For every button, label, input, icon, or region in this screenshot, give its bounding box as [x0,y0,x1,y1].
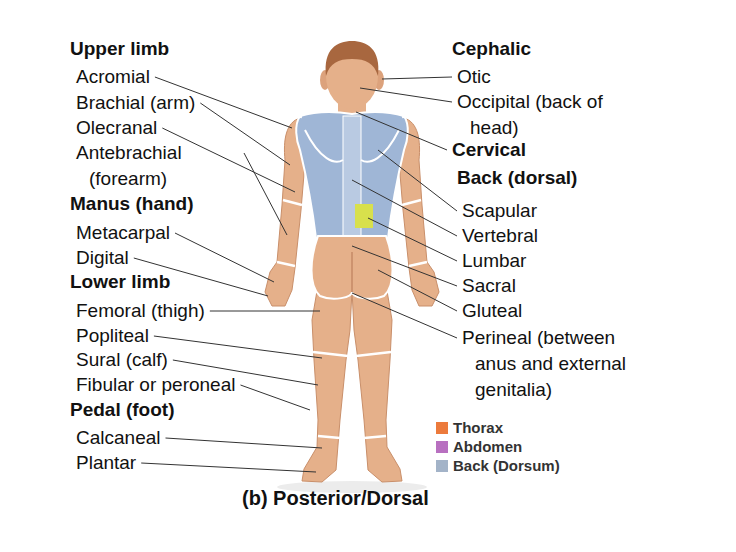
region-label: Plantar [76,450,136,476]
knee-outline [356,352,391,356]
region-label: Popliteal [76,323,149,349]
leader-line [382,77,452,79]
elbow-outline [402,200,421,205]
leader-line [162,128,295,192]
legend-swatch [436,460,448,472]
region-heading: Lower limb [70,269,170,295]
leader-line [175,233,274,282]
legend-row: Thorax [436,418,503,437]
region-label: Brachial (arm) [76,90,195,116]
region-heading: Back (dorsal) [457,165,577,191]
leader-line [352,293,457,338]
gluteal-region [312,236,393,299]
legend-text: Thorax [453,418,503,437]
leader-line [141,463,316,472]
elbow-outline [283,200,302,205]
leader-line [244,153,287,235]
region-label: Perineal (between anus and external geni… [462,325,640,403]
scapular-outline [305,130,343,162]
region-label: Metacarpal [76,220,170,246]
region-heading: Manus (hand) [70,191,194,217]
legend-row: Abdomen [436,437,522,456]
region-label: Femoral (thigh) [76,298,205,324]
leader-line [240,385,310,410]
region-label: Lumbar [462,248,526,274]
knee-outline [313,352,348,356]
legend-text: Back (Dorsum) [453,456,560,475]
region-label: Antebrachial (forearm) [76,140,239,192]
legend-text: Abdomen [453,437,522,456]
region-label: Fibular or peroneal [76,372,235,398]
leader-line [378,150,457,211]
legend-swatch [436,422,448,434]
figure-caption: (b) Posterior/Dorsal [242,485,429,511]
leader-line [378,270,457,311]
leader-lines [134,77,457,472]
leader-line [360,88,452,102]
ankle-outline [364,436,386,438]
shoulder-outline [402,117,416,124]
right-leg [352,285,402,482]
leader-line [352,246,457,286]
shoulder-outline [288,117,302,124]
region-heading: Cervical [452,137,526,163]
hair [326,41,379,76]
region-label: Scapular [462,198,537,224]
leader-line [368,218,457,261]
leader-line [154,336,322,358]
region-label: Digital [76,245,129,271]
leader-line [356,112,447,150]
region-label: Occipital (back of head) [457,89,605,141]
region-label: Sural (calf) [76,347,168,373]
legend-row: Back (Dorsum) [436,456,560,475]
region-label: Acromial [76,64,150,90]
gluteal-cleft [351,252,353,292]
leader-line [166,438,323,448]
leader-line [210,311,320,312]
lumbar-patch [355,204,373,228]
wrist-outline [409,262,427,266]
ankle-outline [318,436,340,438]
scapular-outline [361,130,399,162]
region-label: Otic [457,64,491,90]
back-region [296,112,408,238]
region-label: Olecranal [76,115,157,141]
region-label: Sacral [462,273,516,299]
region-heading: Upper limb [70,36,169,62]
segment-outlines [277,117,427,438]
region-heading: Cephalic [452,36,531,62]
region-label: Gluteal [462,298,522,324]
region-heading: Pedal (foot) [70,397,175,423]
legend-swatch [436,441,448,453]
wrist-outline [277,262,295,266]
region-label: Calcaneal [76,425,161,451]
leader-line [352,180,457,236]
region-label: Vertebral [462,223,538,249]
